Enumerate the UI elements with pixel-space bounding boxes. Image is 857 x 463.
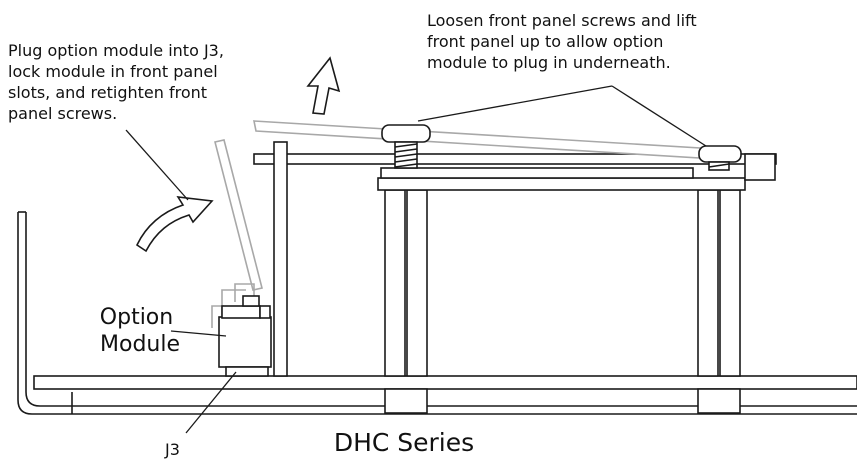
insert-arrow-icon [135,196,214,253]
j3-label: J3 [164,440,180,459]
leader-lines [125,85,707,434]
standoffs-lower [384,388,741,414]
lift-arrow-icon [306,56,341,115]
j3-connector [225,366,269,377]
support-posts [384,189,741,377]
chassis [17,211,857,415]
loosen-instruction-text: Loosen front panel screws and lift front… [427,11,702,72]
circuit-board [33,375,857,390]
screw-left [381,124,431,169]
option-module-label: Option Module [100,305,180,357]
screw-right [698,145,742,171]
front-panel-installed [253,141,777,377]
series-title: DHC Series [334,428,474,457]
option-module [218,295,272,368]
plug-instruction-text: Plug option module into J3, lock module … [8,41,229,123]
